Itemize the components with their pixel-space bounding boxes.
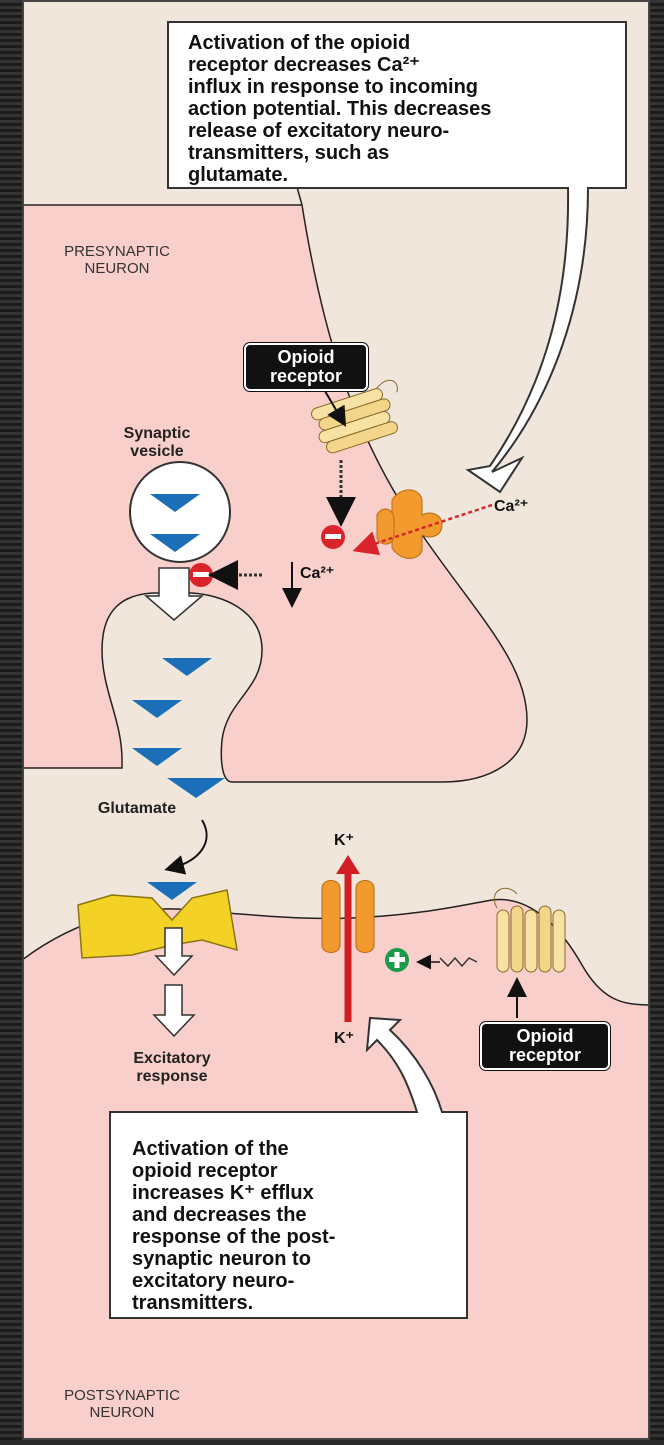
opioid-receptor-tag-top: Opioid receptor: [244, 343, 368, 391]
callout-bottom-text: Activation of the opioid receptor increa…: [132, 1138, 452, 1314]
diagram-canvas: Activation of the opioid receptor decrea…: [22, 0, 650, 1440]
calcium-inside-label: Ca²⁺: [300, 563, 334, 583]
calcium-outside-label: Ca²⁺: [494, 496, 528, 516]
potassium-outside-label: K⁺: [334, 830, 354, 850]
right-border: [650, 0, 664, 1440]
excitatory-response-label: Excitatory response: [92, 1050, 252, 1086]
presynaptic-label: PRESYNAPTIC NEURON: [42, 243, 192, 277]
glutamate-label: Glutamate: [72, 800, 202, 818]
potassium-inside-label: K⁺: [334, 1028, 354, 1048]
callout-top-text: Activation of the opioid receptor decrea…: [188, 32, 618, 186]
opioid-receptor-tag-bottom: Opioid receptor: [480, 1022, 610, 1070]
left-border: [0, 0, 22, 1440]
synaptic-vesicle-label: Synaptic vesicle: [82, 425, 232, 461]
postsynaptic-label: POSTSYNAPTIC NEURON: [42, 1387, 202, 1421]
